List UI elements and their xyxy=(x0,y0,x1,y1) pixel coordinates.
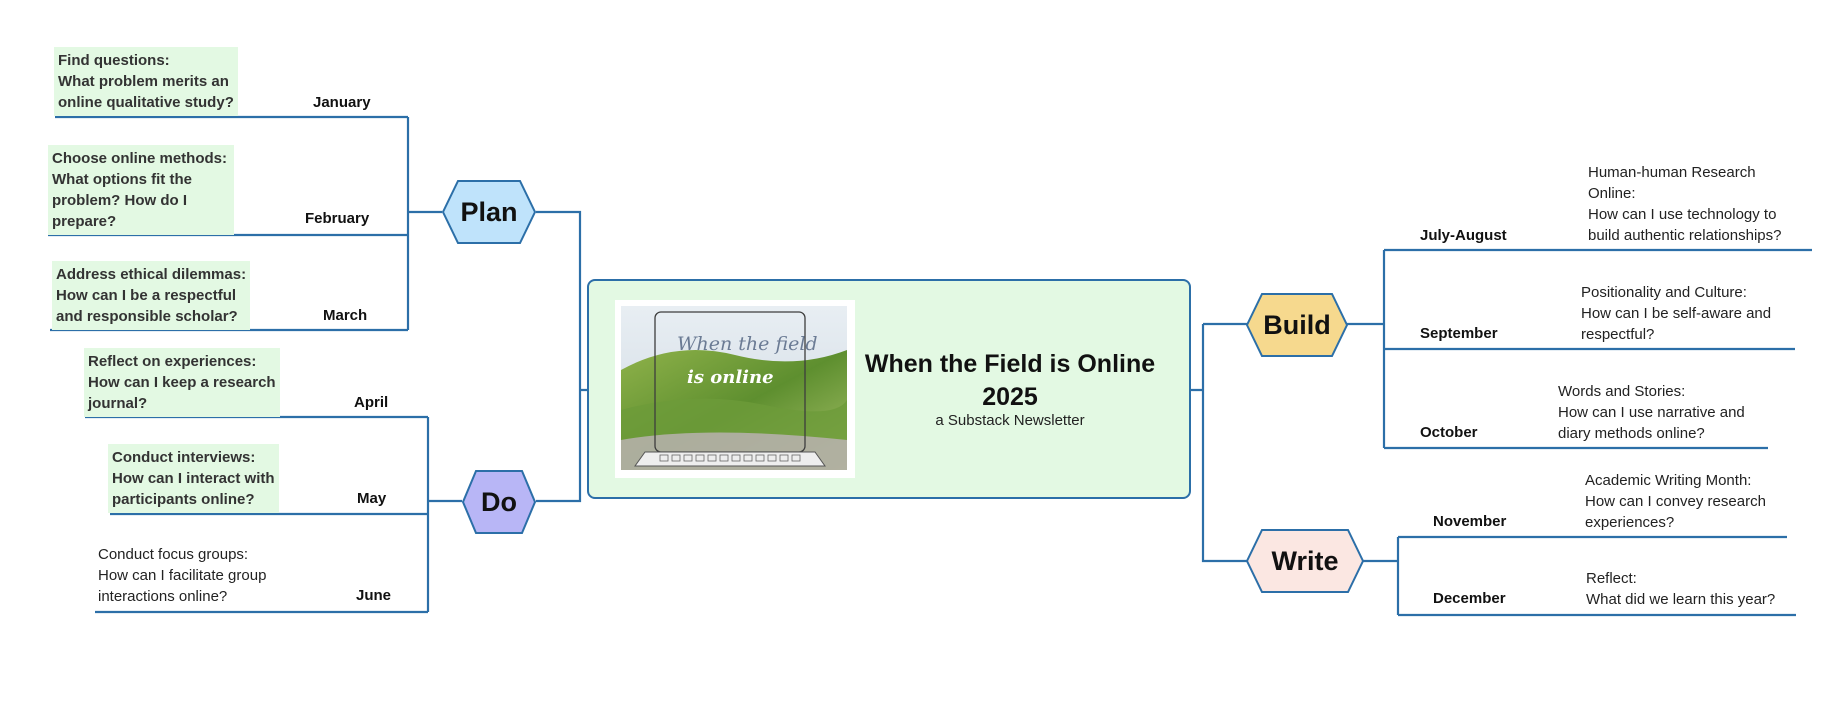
month-label-march: March xyxy=(323,307,368,324)
thumbnail-caption-line1: When the field xyxy=(677,333,818,355)
month-label-november: November xyxy=(1433,513,1507,530)
topic-reflect-year[interactable]: Reflect: What did we learn this year? xyxy=(1586,570,1776,608)
topic-find-questions[interactable]: Find questions: What problem merits an o… xyxy=(54,47,238,116)
topic-ethical-dilemmas[interactable]: Address ethical dilemmas: How can I be a… xyxy=(52,261,251,330)
central-title: When the Field is Online 2025 xyxy=(864,350,1156,411)
month-label-february: February xyxy=(305,210,370,227)
month-label-may: May xyxy=(357,490,387,507)
central-subtitle: a Substack Newsletter xyxy=(935,412,1085,429)
topic-human-research[interactable]: Human-human Research Online: How can I u… xyxy=(1588,164,1782,244)
topic-academic-writing[interactable]: Academic Writing Month: How can I convey… xyxy=(1585,472,1766,531)
topic-choose-methods[interactable]: Choose online methods: What options fit … xyxy=(48,145,234,235)
topic-words-stories[interactable]: Words and Stories: How can I use narrati… xyxy=(1558,383,1745,442)
month-label-october: October xyxy=(1420,424,1478,441)
build-node-label: Build xyxy=(1263,309,1331,340)
plan-node-label: Plan xyxy=(460,196,518,227)
newsletter-thumbnail: When the field is online xyxy=(615,300,855,478)
month-label-september: September xyxy=(1420,325,1498,342)
topic-conduct-interviews[interactable]: Conduct interviews: How can I interact w… xyxy=(108,444,279,513)
topic-reflect-experiences[interactable]: Reflect on experiences: How can I keep a… xyxy=(84,348,280,417)
thumbnail-caption-line2: is online xyxy=(687,367,774,388)
month-label-july-august: July-August xyxy=(1420,227,1507,244)
do-node-label: Do xyxy=(481,486,517,517)
topic-focus-groups[interactable]: Conduct focus groups: How can I facilita… xyxy=(98,546,267,605)
plan-node[interactable]: Plan xyxy=(442,180,536,244)
month-label-january: January xyxy=(313,94,371,111)
write-node[interactable]: Write xyxy=(1246,529,1364,593)
topic-positionality[interactable]: Positionality and Culture: How can I be … xyxy=(1581,284,1772,343)
month-label-december: December xyxy=(1433,590,1506,607)
write-node-label: Write xyxy=(1271,545,1339,576)
month-label-april: April xyxy=(354,394,389,411)
do-node[interactable]: Do xyxy=(462,470,536,534)
month-label-june: June xyxy=(356,587,392,604)
build-node[interactable]: Build xyxy=(1246,293,1348,357)
